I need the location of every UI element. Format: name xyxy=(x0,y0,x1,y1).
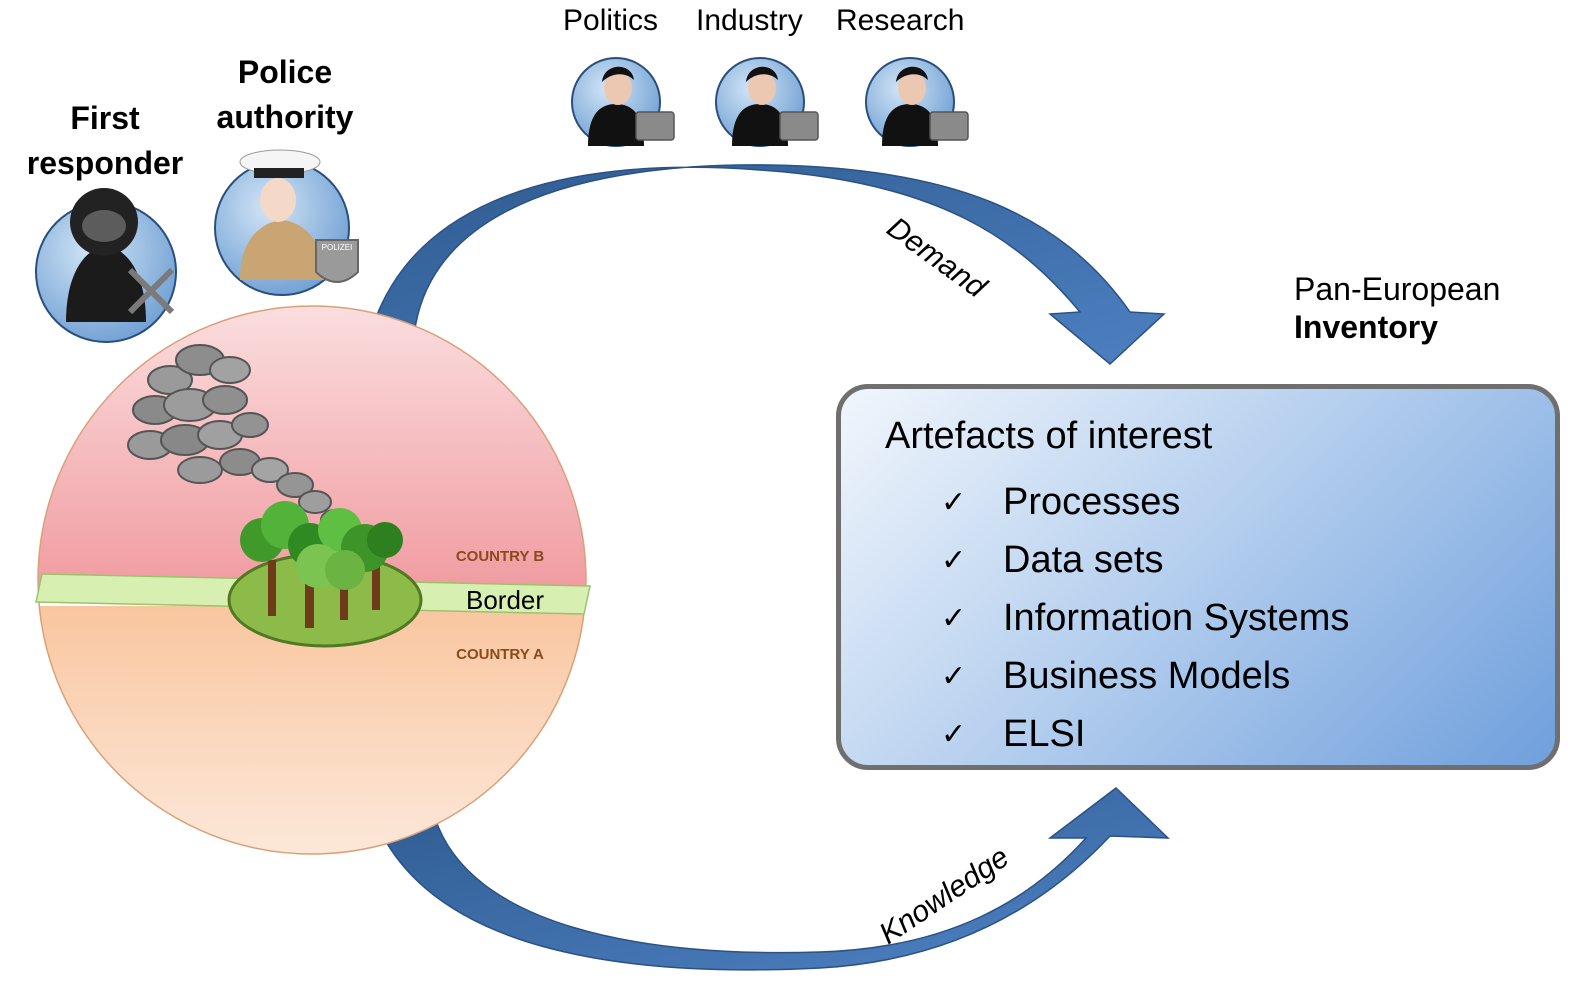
research-avatar xyxy=(865,57,969,147)
artefact-list: ✓ Processes ✓ Data sets ✓ Information Syste… xyxy=(941,473,1349,763)
industry-label: Industry xyxy=(696,4,803,37)
artefact-label: Information Systems xyxy=(1003,596,1350,639)
police-authority-avatar xyxy=(214,149,359,296)
inventory-title: Pan-European Inventory xyxy=(1294,270,1500,346)
scene-outline xyxy=(37,305,587,855)
list-item: ✓ Information Systems xyxy=(941,589,1349,647)
inventory-box: Artefacts of interest ✓ Processes ✓ Data s… xyxy=(836,384,1560,770)
list-item: ✓ ELSI xyxy=(941,705,1349,763)
checkmark-icon: ✓ xyxy=(941,484,967,520)
inventory-heading: Artefacts of interest xyxy=(885,415,1213,457)
industry-avatar xyxy=(715,57,819,147)
border-label: Border xyxy=(466,585,544,615)
list-item: ✓ Processes xyxy=(941,473,1349,531)
list-item: ✓ Business Models xyxy=(941,647,1349,705)
police-authority-label: Police authority xyxy=(216,54,354,135)
smoke-cloud-icon xyxy=(127,344,350,531)
checkmark-icon: ✓ xyxy=(941,542,967,578)
first-responder-label: First responder xyxy=(26,100,184,181)
politics-label: Politics xyxy=(563,4,659,37)
list-item: ✓ Data sets xyxy=(941,531,1349,589)
knowledge-arrow xyxy=(373,787,1170,971)
artefact-label: Processes xyxy=(1003,480,1181,523)
demand-arrow xyxy=(361,164,1166,386)
trees-icon xyxy=(240,501,403,628)
artefact-label: Data sets xyxy=(1003,538,1164,581)
politics-avatar xyxy=(571,57,675,147)
checkmark-icon: ✓ xyxy=(941,658,967,694)
inventory-title-line2: Inventory xyxy=(1294,309,1439,345)
checkmark-icon: ✓ xyxy=(941,600,967,636)
country-a-label: COUNTRY A xyxy=(456,646,544,663)
country-b-label: COUNTRY B xyxy=(455,548,545,565)
inventory-title-line1: Pan-European xyxy=(1294,271,1501,307)
research-label: Research xyxy=(836,4,965,37)
first-responder-avatar xyxy=(35,188,177,343)
artefact-label: ELSI xyxy=(1003,712,1086,755)
police-badge-label: POLIZEI xyxy=(322,243,353,252)
artefact-label: Business Models xyxy=(1003,654,1291,697)
checkmark-icon: ✓ xyxy=(941,716,967,752)
